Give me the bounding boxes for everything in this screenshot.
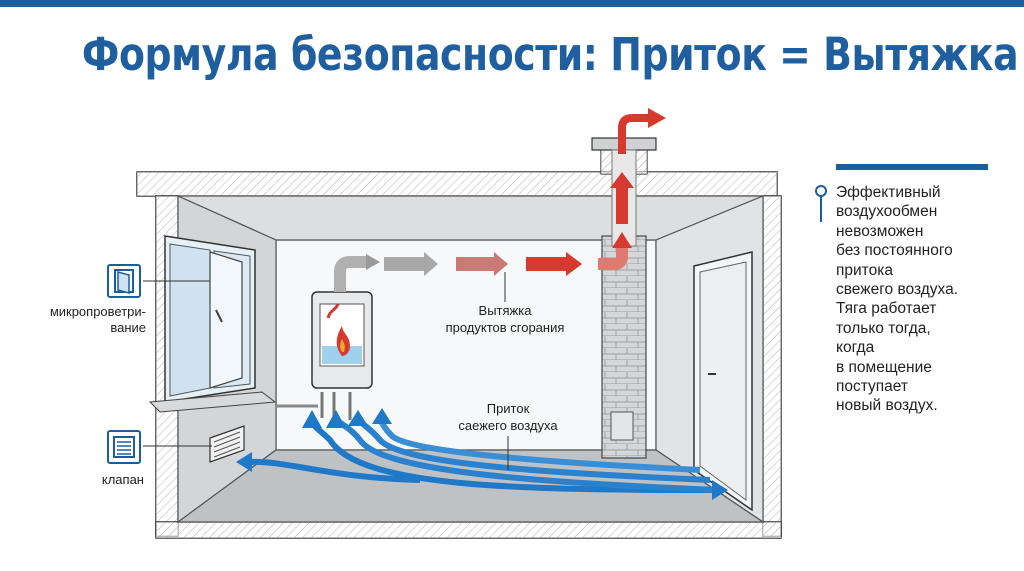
exhaust-flow [334,108,666,292]
info-pin-icon [815,185,827,222]
boiler-icon [276,291,373,420]
side-description: Эффективный воздухообмен невозможен без … [836,184,959,415]
inflow-arrowheads [236,408,728,500]
top-accent-bar [0,0,1024,7]
door [693,251,753,512]
page-title: Формула безопасности: Приток = Вытяжка [81,28,1019,81]
inflow-label: Приток саежего воздуха [430,400,586,434]
window-label: микропроветри- вание [49,304,146,335]
window-icon [107,264,141,298]
valve-label: клапан [101,472,144,487]
chimney [591,137,657,459]
exhaust-label: Вытяжка продуктов сгорания [425,302,585,336]
wall-valve [209,425,245,463]
inflow-arrows [249,415,721,493]
side-accent-bar [836,164,988,170]
window [148,235,277,413]
flame-icon [336,326,350,356]
valve-icon [107,430,141,464]
